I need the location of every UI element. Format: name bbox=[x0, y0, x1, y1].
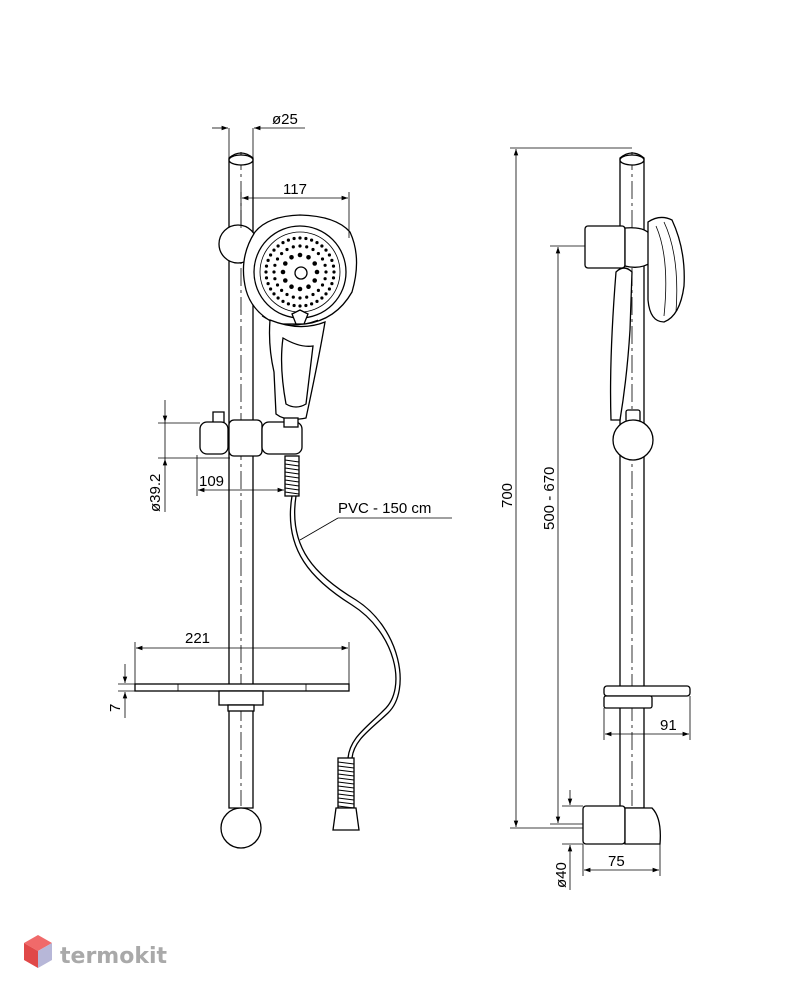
hose-fitting bbox=[332, 807, 360, 831]
dim-shelf-thickness: 7 bbox=[107, 704, 124, 712]
side-shelf-clamp bbox=[603, 695, 653, 709]
front-dimensions: ø25 117 ø39.2 109 PVC - 150 cm 221 7 bbox=[107, 111, 452, 718]
side-handle bbox=[609, 267, 633, 421]
side-shower-head bbox=[647, 216, 685, 323]
shelf-clamp bbox=[218, 690, 264, 706]
dim-adjust-range: 500 - 670 bbox=[541, 467, 558, 530]
dim-bottom-diameter: ø40 bbox=[553, 862, 570, 888]
nozzle-pattern bbox=[264, 236, 336, 308]
side-dimensions: 700 500 - 670 91 ø40 75 bbox=[499, 147, 691, 890]
logo-text: termokit bbox=[60, 944, 167, 969]
dim-bottom-depth: 75 bbox=[608, 853, 625, 870]
dim-holder-depth: 109 bbox=[199, 473, 224, 490]
dim-pipe-diameter: ø25 bbox=[272, 111, 298, 128]
handle bbox=[268, 319, 326, 420]
dim-holder-diameter: ø39.2 bbox=[147, 474, 164, 512]
rail-top-cap bbox=[228, 154, 254, 166]
side-shelf bbox=[603, 685, 691, 697]
side-bottom-bracket bbox=[582, 805, 626, 845]
hose bbox=[289, 495, 397, 759]
logo-cube-icon bbox=[24, 935, 52, 968]
center-nozzle bbox=[294, 266, 308, 280]
termokit-logo: termokit bbox=[24, 935, 167, 969]
holder-body-center bbox=[228, 419, 263, 457]
front-view bbox=[134, 152, 401, 849]
dim-hose: PVC - 150 cm bbox=[338, 500, 431, 517]
holder-body-left bbox=[199, 421, 229, 455]
soap-shelf bbox=[134, 683, 350, 692]
holder-cup bbox=[283, 417, 299, 428]
dim-head-width: 117 bbox=[283, 181, 307, 198]
side-view bbox=[582, 152, 691, 845]
rail-bottom-cap bbox=[220, 807, 262, 849]
dim-bracket-top: 91 bbox=[660, 717, 677, 734]
holder-body-right bbox=[261, 421, 303, 455]
side-holder-knob bbox=[612, 419, 654, 461]
side-top-bracket bbox=[584, 225, 626, 269]
dim-shelf-width: 221 bbox=[185, 630, 210, 647]
dim-total-height: 700 bbox=[499, 483, 516, 508]
